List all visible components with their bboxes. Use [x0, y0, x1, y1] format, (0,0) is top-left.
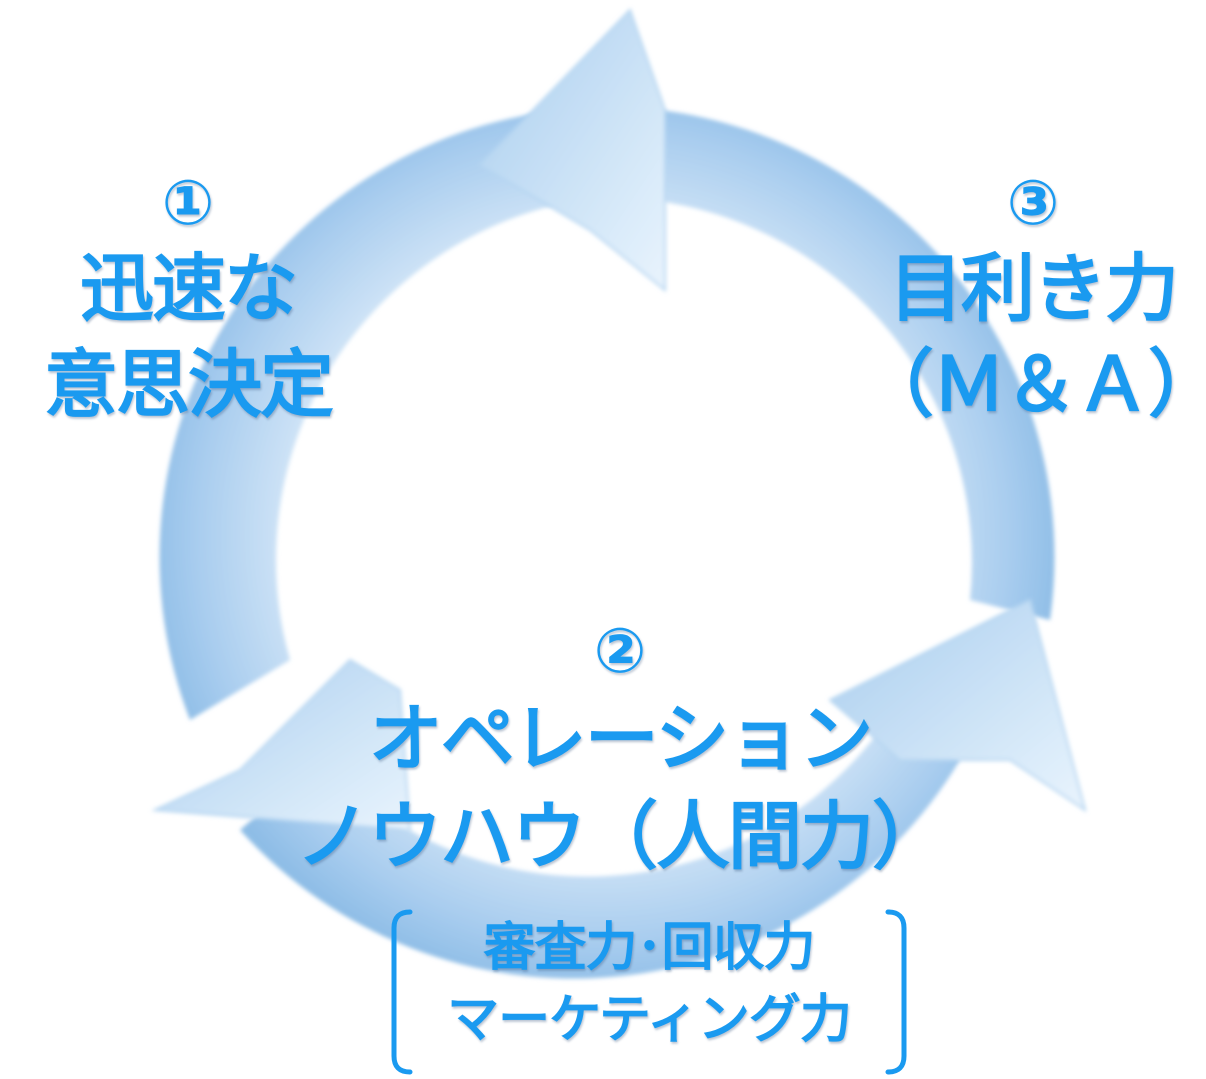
- step-2-detail-line2: マーケティング力: [447, 990, 852, 1050]
- step-3-number: ③: [1006, 166, 1060, 239]
- arrow-heads: [151, 8, 1087, 832]
- step-3-label: ③ 目利き力 （Ｍ＆Ａ）: [860, 172, 1206, 444]
- step-1-label: ① 迅速な 意思決定: [8, 172, 368, 444]
- arrow-head-top-icon: [478, 8, 666, 293]
- arrow-segment-bottom: [240, 700, 960, 979]
- step-1-title-line2: 意思決定: [44, 342, 334, 428]
- step-2-title-line2: ノウハウ（人間力）: [296, 794, 946, 880]
- step-2-detail-line1: 審査力･回収力: [483, 918, 815, 978]
- step-3-title-line2: （Ｍ＆Ａ）: [860, 342, 1206, 428]
- arrow-segment-left: [159, 110, 580, 720]
- arrow-segment-right: [650, 110, 1055, 620]
- ring-segments: [159, 110, 1055, 979]
- step-2-title-line1: オペレーション: [368, 696, 874, 782]
- step-1-title-line1: 迅速な: [80, 246, 298, 332]
- step-2-detail-box: 審査力･回収力 マーケティング力: [388, 908, 910, 1076]
- left-bracket-icon: [391, 909, 413, 1075]
- step-2-number: ②: [593, 614, 647, 687]
- right-bracket-icon: [885, 909, 907, 1075]
- step-3-title-line1: 目利き力: [889, 246, 1179, 332]
- arrow-head-right-icon: [828, 598, 1087, 813]
- step-2-label: ② オペレーション ノウハウ（人間力）: [280, 620, 960, 898]
- step-1-number: ①: [161, 166, 215, 239]
- step-2-detail-text: 審査力･回収力 マーケティング力: [388, 922, 910, 1066]
- arrow-head-left-icon: [151, 658, 412, 832]
